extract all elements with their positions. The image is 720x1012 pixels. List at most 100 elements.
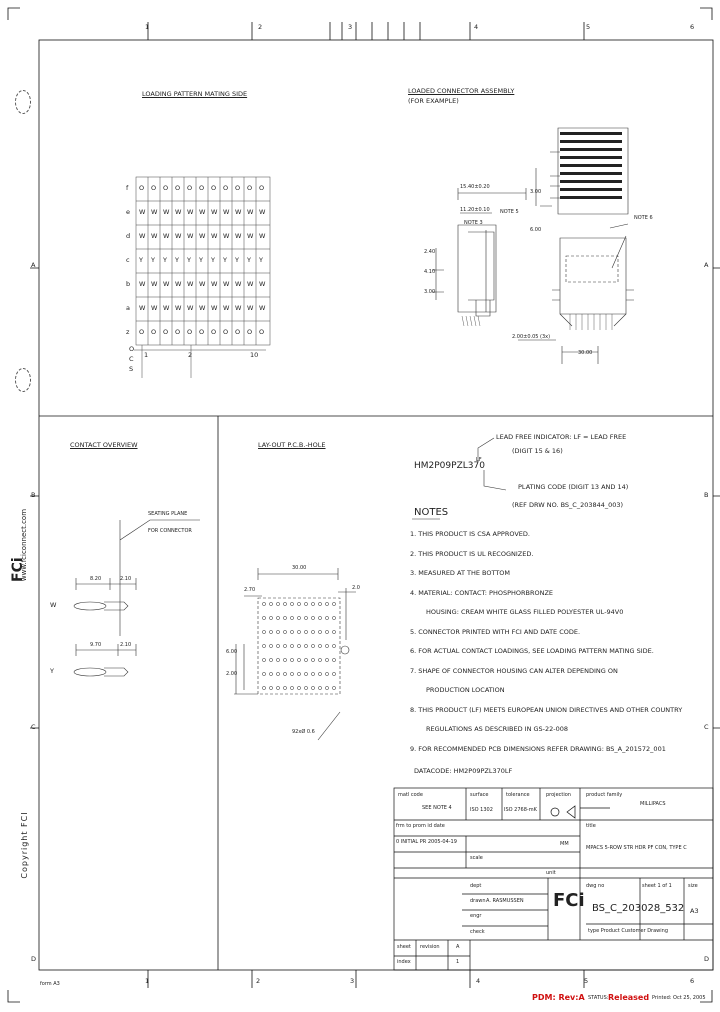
grid-cell: O [151, 328, 157, 336]
grid-cell: W [235, 208, 242, 216]
tb-projection-label: projection [546, 792, 571, 798]
note-item: HOUSING: CREAM WHITE GLASS FILLED POLYES… [426, 608, 624, 616]
tb-product-family-label: product family [586, 792, 623, 798]
pcb-dim-2: 2.00 [226, 671, 238, 677]
grid-cell: W [223, 304, 230, 312]
tb-matl-code-label: matl code [398, 792, 423, 798]
tb-unit-label: unit [546, 870, 556, 876]
grid-cell: O [139, 328, 145, 336]
legend-letter-c: C [129, 355, 134, 363]
pcb-hole-spec: 92xØ 0.6 [292, 729, 315, 735]
dim-15-40: 15.40±0.20 [460, 184, 490, 190]
tb-history-header: frm to prom id date [396, 823, 445, 829]
frame-bottom-4: 4 [476, 977, 481, 985]
grid-cell: O [175, 184, 181, 192]
grid-cell: O [223, 328, 229, 336]
frame-bottom-3: 3 [350, 977, 355, 985]
grid-cell: W [199, 208, 206, 216]
note5-callout: NOTE 5 [500, 209, 519, 215]
grid-cell: W [163, 232, 170, 240]
punch-hole-icon [15, 368, 31, 392]
frame-bottom-5: 5 [584, 977, 589, 985]
grid-cell: O [211, 328, 217, 336]
note-item: PRODUCTION LOCATION [426, 686, 505, 694]
grid-cell: O [175, 328, 181, 336]
contact-w-dim1: 8.20 [90, 576, 102, 582]
sidebar-copyright: Copyright FCI [20, 811, 29, 879]
lead-free-digits: (DIGIT 15 & 16) [512, 447, 563, 455]
pdm-revision: PDM: Rev:A [532, 993, 585, 1002]
tb-revision-col: revision [420, 944, 440, 950]
contact-y-dim2: 2.10 [120, 642, 132, 648]
tb-check-label: check [470, 929, 485, 935]
contact-drawing [73, 519, 200, 677]
grid-cell: Y [199, 256, 203, 264]
grid-cell: W [151, 280, 158, 288]
tb-surface-value: ISO 1302 [470, 807, 493, 813]
grid-cell: W [163, 280, 170, 288]
grid-cell: O [163, 328, 169, 336]
grid-cell: O [151, 184, 157, 192]
legend-value-2: 2 [188, 351, 193, 359]
tb-dept-label: dept [470, 883, 482, 889]
grid-cell: Y [259, 256, 263, 264]
grid-cell: W [175, 304, 182, 312]
grid-cell: W [163, 208, 170, 216]
grid-cell: W [259, 280, 266, 288]
part-suffix: LF [476, 457, 482, 463]
tb-dwg-number: BS_C_203028_532 [592, 903, 685, 914]
tb-title-label: title [586, 823, 596, 829]
grid-cell: O [235, 184, 241, 192]
pcb-layout-title: LAY-OUT P.C.B.-HOLE [258, 441, 326, 449]
note-item: 9. FOR RECOMMENDED PCB DIMENSIONS REFER … [410, 744, 666, 753]
grid-cell: W [211, 232, 218, 240]
grid-cell: O [199, 184, 205, 192]
lead-free-indicator: LEAD FREE INDICATOR: LF = LEAD FREE [496, 433, 627, 441]
tb-title-value: MPACS 5-ROW STR HDR PF CON, TYPE C [586, 845, 687, 851]
note-item: 3. MEASURED AT THE BOTTOM [410, 569, 511, 577]
grid-cell: O [223, 184, 229, 192]
contact-w-dim2: 2.10 [120, 576, 132, 582]
legend-letter-s: S [129, 365, 134, 373]
legend-value-1: 1 [144, 351, 149, 359]
note-item: REGULATIONS AS DESCRIBED IN GS-22-008 [426, 725, 569, 733]
grid-cell: W [151, 232, 158, 240]
pcb-dim-2-0: 2.0 [352, 585, 360, 591]
grid-cell: O [259, 328, 265, 336]
grid-cell: W [247, 280, 254, 288]
grid-cell: O [139, 184, 145, 192]
grid-cell: Y [151, 256, 155, 264]
grid-cell: O [247, 328, 253, 336]
grid-cell: W [259, 232, 266, 240]
frame-right-c: C [704, 723, 709, 731]
grid-cell: W [235, 280, 242, 288]
seating-plane-label-2: FOR CONNECTOR [148, 528, 192, 534]
tb-size-label: size [688, 883, 698, 889]
loading-grid [134, 176, 271, 378]
grid-cell: O [163, 184, 169, 192]
frame-left-a: A [31, 261, 36, 269]
tb-matl-code-value: SEE NOTE 4 [422, 805, 452, 811]
tb-sheet: sheet 1 of 1 [642, 883, 672, 889]
grid-cell: W [199, 232, 206, 240]
grid-cell: Y [163, 256, 167, 264]
frame-bottom-6: 6 [690, 977, 695, 985]
grid-cell: W [139, 208, 146, 216]
grid-cell: W [223, 232, 230, 240]
grid-cell: W [199, 304, 206, 312]
grid-cell: W [187, 208, 194, 216]
grid-cell: Y [187, 256, 191, 264]
note-item: 6. FOR ACTUAL CONTACT LOADINGS, SEE LOAD… [410, 647, 654, 655]
pcb-dim-2-70: 2.70 [244, 587, 256, 593]
grid-cell: W [259, 208, 266, 216]
note3-callout: NOTE 3 [464, 220, 483, 226]
assembly-pin-dots [560, 132, 622, 199]
grid-cell: Y [139, 256, 143, 264]
assembly-title: LOADED CONNECTOR ASSEMBLY [408, 87, 515, 95]
frame-left-b: B [31, 491, 36, 499]
row-letter: e [126, 208, 130, 216]
dim-6-00: 6.00 [530, 227, 542, 233]
tb-sheet-value: 1 [456, 959, 460, 965]
assembly-subtitle: (FOR EXAMPLE) [408, 97, 459, 105]
note6-callout: NOTE 6 [634, 215, 653, 221]
